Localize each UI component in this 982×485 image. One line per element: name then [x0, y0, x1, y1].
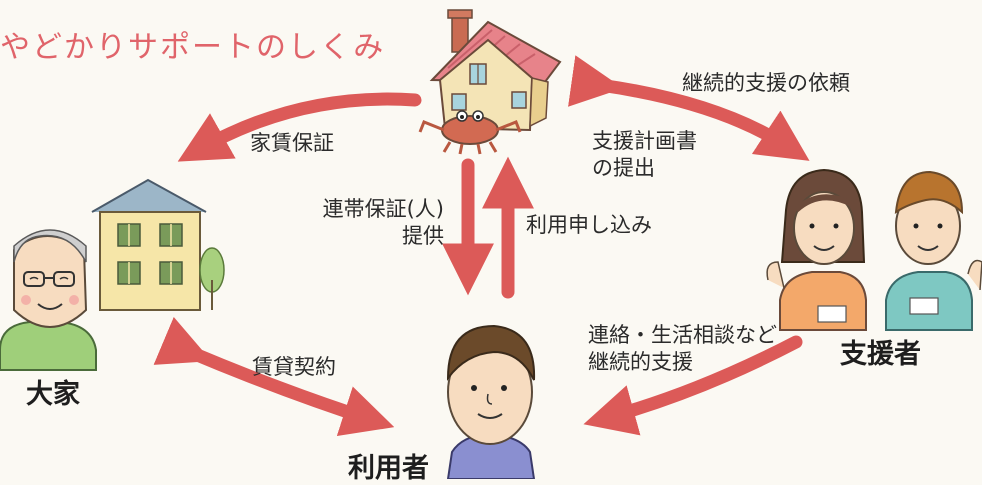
- actor-landlord: 大家: [26, 379, 80, 410]
- label-rent-guarantee: 家賃保証: [250, 131, 334, 155]
- user-illustration: [446, 324, 536, 479]
- label-contact-support: 連絡・生活相談など 継続的支援: [588, 322, 777, 376]
- diagram-title: やどかりサポートのしくみ: [0, 30, 386, 65]
- label-joint-guarantee-line2: 提供: [402, 224, 444, 248]
- label-joint-guarantee: 連帯保証(人) 提供: [294, 196, 444, 250]
- hermit-crab-house-illustration: [418, 9, 562, 155]
- apartment-building-illustration: [91, 178, 225, 311]
- arrow-landlord-user-bidirectional: [153, 316, 395, 436]
- label-lease-contract: 賃貸契約: [252, 355, 336, 379]
- label-continuous-support-request: 継続的支援の依頼: [682, 71, 850, 95]
- actor-supporter: 支援者: [840, 339, 921, 370]
- label-support-plan-line1: 支援計画書: [592, 129, 697, 153]
- label-contact-support-line2: 継続的支援: [588, 350, 693, 374]
- label-support-plan: 支援計画書 の提出: [592, 128, 697, 182]
- landlord-illustration: [0, 229, 97, 371]
- actor-user: 利用者: [348, 453, 429, 484]
- label-support-plan-line2: の提出: [592, 156, 655, 180]
- arrow-supporter-to-user: [583, 335, 803, 436]
- arrow-house-supporter-bidirectional: [568, 55, 810, 161]
- arrow-house-to-landlord: [177, 92, 422, 162]
- label-application: 利用申し込み: [526, 213, 652, 237]
- label-contact-support-line1: 連絡・生活相談など: [588, 323, 777, 347]
- label-joint-guarantee-line1: 連帯保証(人): [322, 197, 444, 221]
- supporters-illustration: [766, 168, 982, 331]
